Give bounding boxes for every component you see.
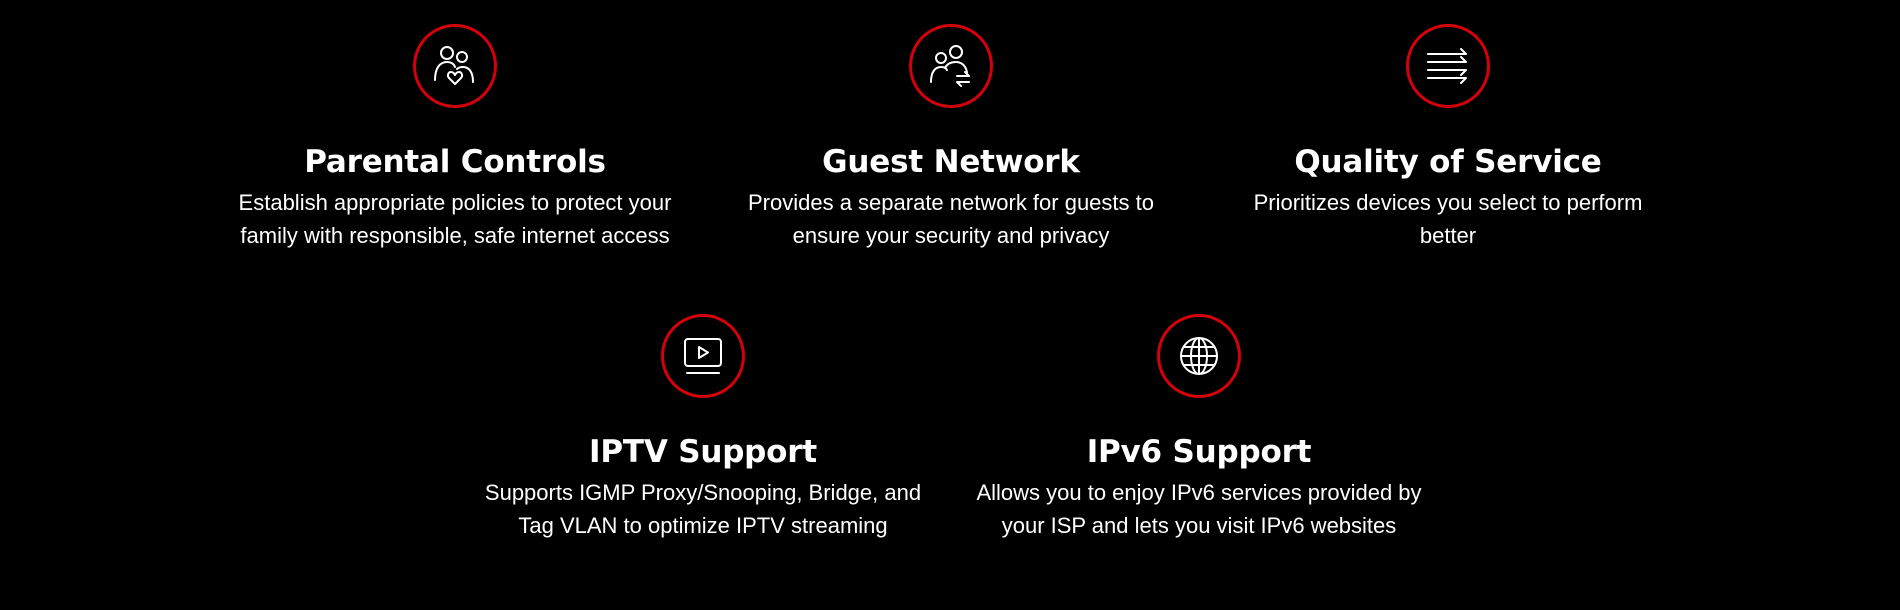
feature-parental-controls: Parental Controls Establish appropriate … xyxy=(225,24,685,252)
feature-quality-of-service: Quality of Service Prioritizes devices y… xyxy=(1218,24,1678,252)
quality-of-service-icon xyxy=(1406,24,1490,108)
feature-title: Parental Controls xyxy=(304,144,606,180)
feature-description: Establish appropriate policies to protec… xyxy=(238,190,672,248)
feature-ipv6-support: IPv6 Support Allows you to enjoy IPv6 se… xyxy=(969,314,1429,542)
feature-description: Allows you to enjoy IPv6 services provid… xyxy=(976,480,1422,538)
parental-controls-icon xyxy=(413,24,497,108)
feature-title: IPTV Support xyxy=(589,434,817,470)
globe-icon xyxy=(1157,314,1241,398)
guest-network-icon xyxy=(909,24,993,108)
feature-title: Guest Network xyxy=(822,144,1080,180)
feature-title: Quality of Service xyxy=(1294,144,1602,180)
feature-iptv-support: IPTV Support Supports IGMP Proxy/Snoopin… xyxy=(473,314,933,542)
iptv-icon xyxy=(661,314,745,398)
feature-description: Supports IGMP Proxy/Snooping, Bridge, an… xyxy=(484,480,922,538)
feature-guest-network: Guest Network Provides a separate networ… xyxy=(721,24,1181,252)
feature-description: Provides a separate network for guests t… xyxy=(748,190,1154,248)
feature-description: Prioritizes devices you select to perfor… xyxy=(1253,190,1643,248)
feature-title: IPv6 Support xyxy=(1086,434,1312,470)
